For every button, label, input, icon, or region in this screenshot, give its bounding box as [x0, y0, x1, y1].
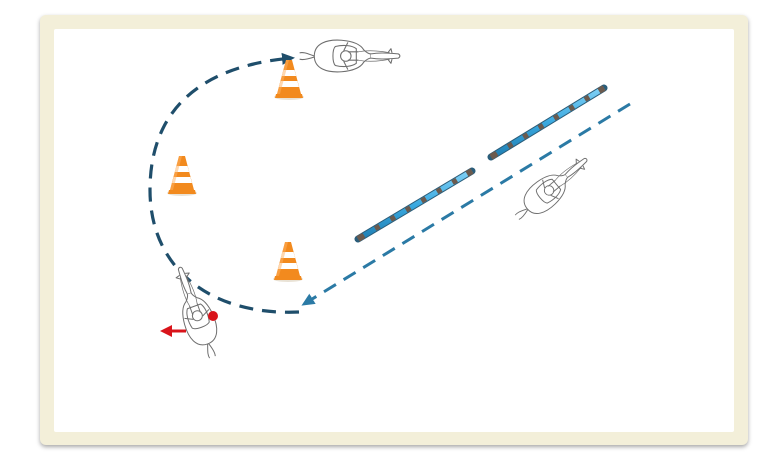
traffic-cone-icon [167, 156, 197, 196]
dashed-path-straight [301, 102, 631, 306]
horse-topview-icon [299, 39, 401, 73]
ground-pole-upper [487, 84, 608, 161]
horse-topview-icon [165, 261, 228, 363]
arena-area [54, 29, 734, 432]
traffic-cone-icon [274, 60, 304, 100]
dashed-path-circle [148, 52, 300, 314]
traffic-cone-icon [273, 242, 303, 282]
red-dot-marker [208, 311, 218, 321]
ground-pole-lower [354, 167, 476, 243]
direction-arrow-left-icon [160, 325, 186, 337]
horse-topview-icon [507, 147, 597, 229]
